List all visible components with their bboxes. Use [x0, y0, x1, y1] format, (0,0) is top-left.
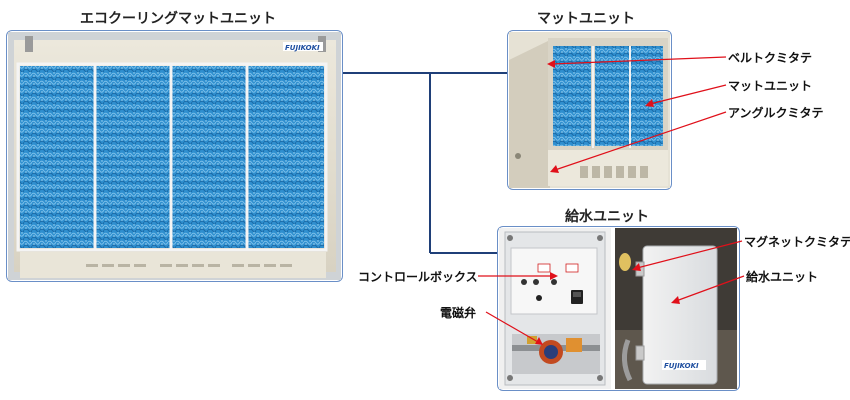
mat-panel [631, 46, 663, 146]
label-water-unit: 給水ユニット [746, 270, 819, 284]
mat-panel [20, 66, 94, 248]
connector-jack [536, 295, 542, 301]
indicator-lamp [551, 279, 557, 285]
label-angle-clamp: アングルクミタテ [728, 106, 824, 120]
mat-panel [96, 66, 170, 248]
leader-mat-unit [649, 84, 727, 105]
label-mat-unit: マットユニット [728, 79, 813, 93]
label-control-box: コントロールボックス [358, 270, 478, 284]
water-unit-enclosure [642, 245, 718, 385]
brand-logo-water: FUJIKOKI [664, 362, 699, 370]
brand-logo-main: FUJIKOKI [285, 44, 320, 52]
mat-panel [248, 66, 324, 248]
connector-lines [343, 72, 507, 254]
leader-water-unit [675, 275, 745, 302]
indicator-lamp [521, 279, 527, 285]
water-unit-closed-photo [615, 228, 737, 389]
indicator-lamp [533, 279, 539, 285]
mat-panel [553, 46, 591, 146]
mat-panel [172, 66, 246, 248]
label-belt-clamp: ベルトクミタテ [728, 51, 813, 65]
hook-left [25, 36, 33, 52]
label-solenoid-valve: 電磁弁 [440, 306, 477, 320]
leader-belt-clamp [551, 56, 727, 65]
main-unit-photo [8, 32, 341, 280]
leader-angle-clamp [554, 111, 727, 171]
leader-solenoid-valve [485, 311, 539, 343]
control-box-photo [499, 228, 611, 389]
mat-unit-title: マットユニット [537, 11, 635, 27]
mat-unit-photo [509, 32, 670, 188]
mat-panel [595, 46, 629, 146]
label-magnet-clamp: マグネットクミタテ [744, 235, 850, 249]
water-unit-title: 給水ユニット [565, 209, 649, 225]
leader-magnet-clamp [636, 240, 743, 269]
main-unit-title: エコクーリングマットユニット [80, 11, 276, 27]
